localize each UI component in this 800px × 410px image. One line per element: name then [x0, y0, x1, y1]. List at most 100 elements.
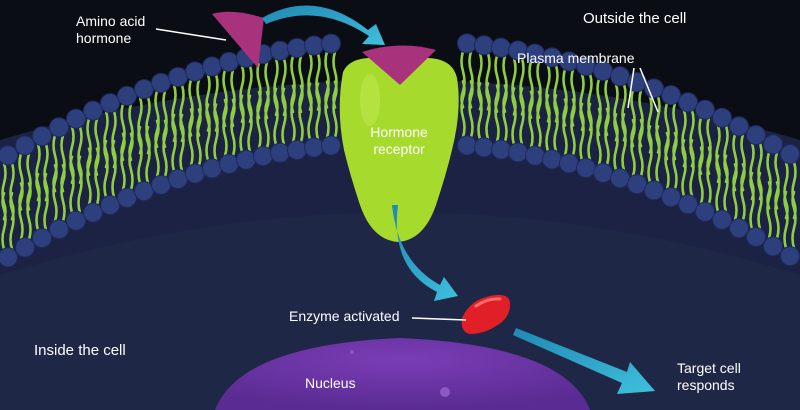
lipid-head: [270, 40, 290, 61]
lipid-head: [270, 142, 290, 163]
arrow-activation: [392, 205, 458, 301]
lipid-head: [151, 174, 171, 195]
lipid-head: [780, 144, 800, 165]
lipid-head: [746, 125, 766, 146]
arrow-response: [513, 328, 655, 394]
lipid-head: [695, 99, 715, 120]
amino-acid-hormone-icon: [212, 11, 264, 68]
lipid-head: [321, 33, 341, 54]
lipid-tail: [52, 163, 66, 223]
phospholipid-bilayer: [0, 33, 800, 268]
lipid-head: [593, 162, 613, 183]
lipid-tail: [460, 80, 474, 139]
lipid-tail: [715, 154, 729, 214]
lipid-head: [83, 100, 103, 121]
outside-cell-label: Outside the cell: [583, 10, 687, 27]
lipid-head: [678, 194, 698, 215]
lipid-head: [219, 153, 239, 174]
lipid-tail: [103, 139, 117, 199]
lipid-head: [780, 246, 800, 267]
lipid-tail: [86, 147, 100, 206]
nucleus-label: Nucleus: [305, 375, 356, 391]
lipid-head: [202, 56, 222, 77]
lipid-tail: [477, 81, 491, 141]
lipid-head: [49, 117, 69, 138]
lipid-head: [627, 174, 647, 195]
lipid-head: [695, 201, 715, 222]
lipid-tail: [732, 162, 746, 222]
enzyme-icon: [461, 294, 511, 334]
lipid-tail: [783, 190, 797, 250]
hormone-receptor-label: Hormone receptor: [370, 124, 428, 157]
lipid-head: [712, 107, 732, 128]
lipid-tail: [222, 98, 236, 158]
pointer-membrane: [639, 67, 659, 113]
lipid-head: [729, 116, 749, 137]
lipid-head: [32, 126, 52, 147]
lipid-tail: [494, 84, 508, 143]
lipid-tail: [681, 138, 695, 198]
lipid-head: [474, 35, 494, 56]
lipid-head: [321, 135, 341, 156]
lipid-tail: [137, 125, 151, 185]
lipid-tail: [511, 87, 525, 146]
lipid-head: [168, 168, 188, 189]
lipid-head: [117, 85, 137, 106]
lipid-tail: [120, 132, 134, 192]
pointer-membrane: [627, 67, 635, 109]
lipid-head: [729, 218, 749, 239]
nucleus-spot: [440, 387, 450, 397]
lipid-head: [491, 139, 511, 160]
lipid-tail: [698, 146, 712, 206]
lipid-head: [559, 153, 579, 174]
lipid-tail: [273, 87, 287, 147]
lipid-tail: [562, 98, 576, 157]
lipid-head: [610, 168, 630, 189]
lipid-head: [66, 210, 86, 231]
lipid-tail: [290, 84, 304, 144]
lipid-head: [134, 181, 154, 202]
lipid-head: [219, 51, 239, 72]
inside-cell-label: Inside the cell: [34, 342, 126, 359]
lipid-tail: [307, 82, 321, 141]
nucleus-spot: [350, 350, 354, 354]
target-cell-responds-label: Target cell responds: [677, 360, 741, 393]
lipid-tail: [766, 181, 780, 240]
lipid-tail: [528, 90, 542, 149]
lipid-tail: [613, 113, 627, 172]
lipid-head: [15, 237, 35, 258]
lipid-head: [644, 180, 664, 201]
lipid-head: [525, 145, 545, 166]
lipid-head: [491, 37, 511, 58]
lipid-head: [0, 247, 18, 268]
lipid-head: [66, 108, 86, 129]
lipid-head: [15, 135, 35, 156]
bound-hormone: [362, 45, 436, 85]
nucleus-shape: [215, 338, 590, 410]
lipid-tail: [324, 80, 338, 139]
lipid-head: [117, 187, 137, 208]
receptor-highlight: [360, 74, 380, 126]
lipid-head: [32, 228, 52, 249]
lipid-tail: [188, 108, 202, 167]
lipid-head: [712, 209, 732, 230]
lipid-head: [457, 33, 477, 54]
lipid-tail: [154, 119, 168, 179]
lipid-head: [610, 66, 630, 87]
lipid-tail: [205, 103, 219, 162]
lipid-tail: [596, 107, 610, 167]
lipid-head: [542, 149, 562, 170]
lipid-tail: [171, 113, 185, 173]
lipid-head: [287, 139, 307, 160]
lipid-head: [763, 134, 783, 155]
hormone-receptor: [339, 57, 459, 243]
lipid-head: [678, 92, 698, 113]
lipid-tail: [35, 172, 49, 232]
lipid-head: [287, 37, 307, 58]
lipid-head: [236, 149, 256, 170]
lipid-tail: [630, 118, 644, 178]
enzyme-activated-label: Enzyme activated: [289, 308, 400, 324]
arrow-binding: [262, 5, 385, 45]
